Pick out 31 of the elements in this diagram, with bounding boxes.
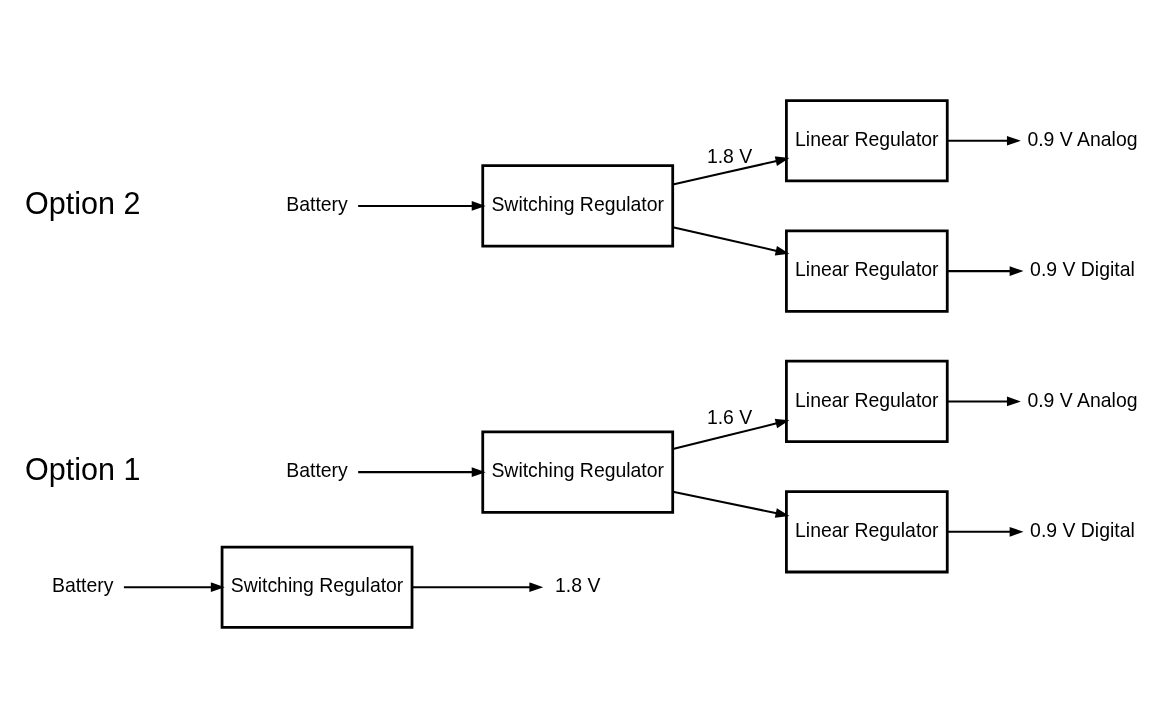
edge-label: 1.6 V: [706, 405, 753, 428]
node-text: 0.9 V Analog: [1027, 388, 1138, 411]
node-box: Switching Regulator: [481, 163, 675, 248]
node-text: 0.9 V Analog: [1027, 127, 1138, 150]
arrow: [947, 396, 1021, 406]
node-box: Switching Regulator: [481, 430, 675, 514]
arrow: [358, 466, 486, 477]
node-text: 0.9 V Digital: [1030, 257, 1135, 280]
node-text: Battery: [286, 458, 348, 481]
arrow: [412, 581, 544, 592]
node-box: Linear Regulator: [785, 359, 949, 443]
arrow: [123, 581, 225, 592]
arrow: [672, 418, 790, 450]
node-box: Linear Regulator: [785, 98, 949, 182]
arrow: [358, 200, 486, 211]
arrow: [947, 135, 1021, 146]
node-box: Linear Regulator: [785, 229, 949, 313]
arrow: [672, 225, 790, 255]
arrow: [947, 526, 1024, 537]
edge-label: 1.8 V: [706, 144, 753, 167]
node-text: Battery: [286, 192, 348, 215]
node-text: 1.8 V: [555, 573, 601, 596]
arrow: [947, 265, 1024, 276]
node-box: Linear Regulator: [785, 489, 949, 573]
label: Option 1: [25, 451, 141, 486]
node-box: Switching Regulator: [220, 545, 414, 629]
node-text: Battery: [51, 573, 114, 596]
arrow: [672, 490, 790, 518]
node-text: 0.9 V Digital: [1030, 518, 1135, 541]
arrow: [672, 155, 790, 186]
label: Option 2: [25, 185, 141, 220]
